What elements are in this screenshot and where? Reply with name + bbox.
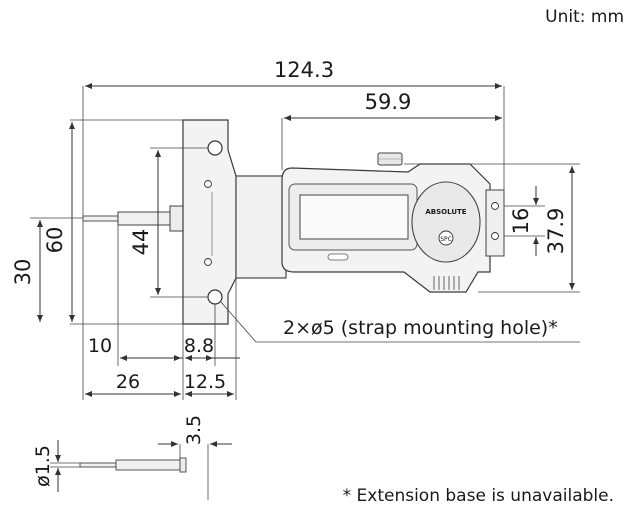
dim-bottom-12-5: 12.5 (184, 371, 226, 393)
spc-logo-text: SPC (440, 236, 452, 243)
end-cap (485, 189, 505, 257)
rod-detail-tip (79, 462, 117, 468)
dim-right-16: 16 (509, 208, 533, 235)
dim-bottom-8-8: 8.8 (184, 335, 214, 357)
grip-ridges (433, 276, 460, 290)
dim-height-30: 30 (11, 259, 35, 286)
brand-text: ABSOLUTE (425, 208, 466, 216)
control-panel (411, 181, 481, 263)
dim-bottom-26: 26 (116, 371, 140, 393)
end-screw-2 (491, 232, 499, 240)
callout-leader (220, 301, 257, 343)
mounting-hole-bottom (207, 289, 223, 305)
probe-sleeve (117, 211, 171, 226)
gauge-body: ABSOLUTE SPC (82, 119, 505, 325)
rod-detail-collar (179, 457, 187, 473)
probe-collar (169, 205, 184, 232)
dim-height-44: 44 (129, 229, 153, 256)
dim-overall-length: 124.3 (274, 58, 334, 82)
screw-top (204, 180, 212, 188)
dim-rod-diameter: ø1.5 (32, 445, 54, 487)
slot-marker (327, 253, 349, 261)
rod-detail-shaft (115, 459, 181, 471)
dim-right-37-9: 37.9 (544, 208, 568, 255)
rod-detail (79, 457, 187, 473)
mounting-hole-top (207, 140, 223, 156)
dim-bottom-10: 10 (88, 335, 112, 357)
lcd-screen (299, 194, 409, 240)
connector-block (235, 175, 287, 279)
dim-rod-3-5: 3.5 (183, 415, 205, 445)
end-screw (491, 202, 499, 210)
callout-text: 2×ø5 (strap mounting hole)* (283, 317, 558, 339)
dim-body-length: 59.9 (365, 90, 412, 114)
probe-rod (82, 215, 119, 222)
unit-label: Unit: mm (545, 7, 624, 27)
spc-logo-icon (438, 230, 454, 246)
dim-height-60: 60 (43, 227, 67, 254)
footnote: * Extension base is unavailable. (343, 486, 614, 506)
screw-bottom (204, 258, 212, 266)
